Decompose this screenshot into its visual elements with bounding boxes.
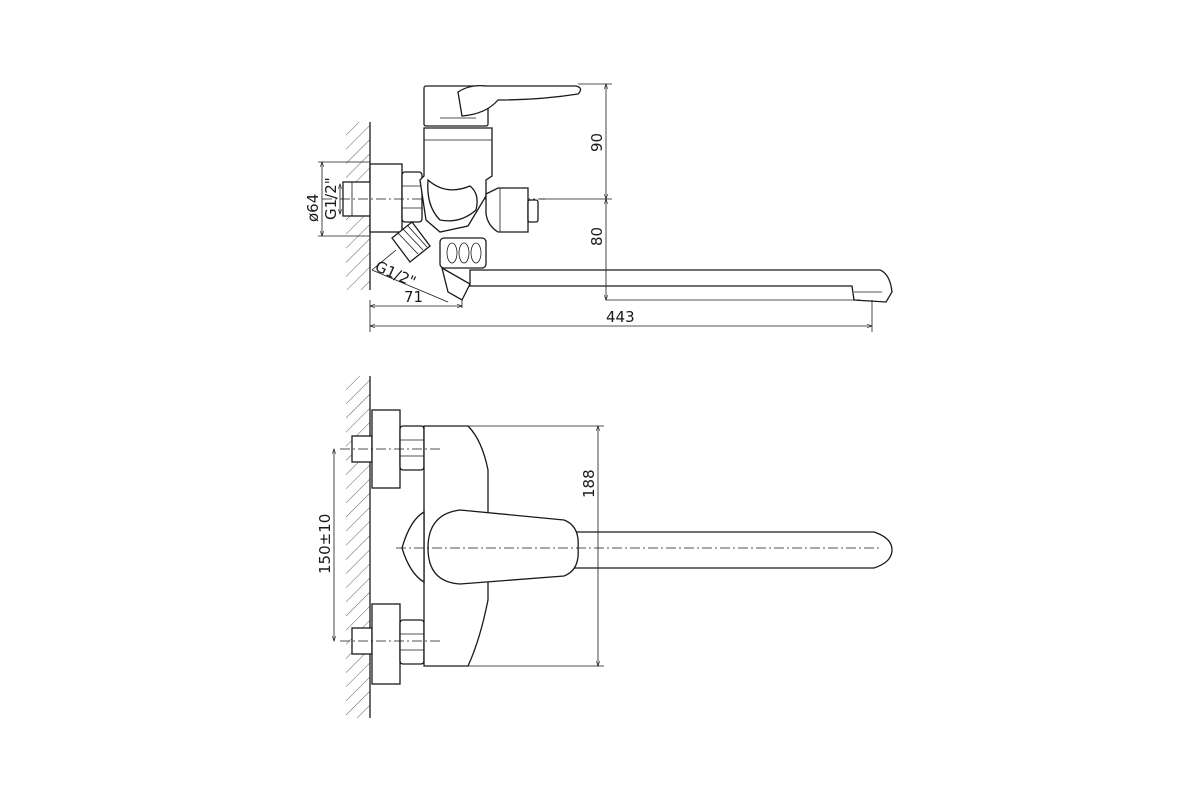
spout-swivel-ring	[439, 237, 487, 301]
front-view: 150±10 188	[316, 376, 893, 718]
side-view: ø64 G1/2" G1/2" 71 443 90 80	[304, 84, 893, 332]
dim-wall-offset: 71	[404, 288, 423, 306]
dim-height-upper: 90	[588, 133, 606, 152]
wall-hatch-bottom	[346, 376, 371, 718]
lever-handle-side	[423, 84, 582, 127]
dim-thread-wall: G1/2"	[322, 177, 340, 220]
diverter-knob-side	[485, 187, 539, 233]
dim-body-height: 188	[580, 469, 598, 498]
wall-fitting-side	[322, 163, 545, 233]
dim-body-diameter: ø64	[304, 194, 322, 222]
dimension-lines-side	[318, 84, 872, 332]
dim-height-lower: 80	[588, 227, 606, 246]
spout-side	[469, 269, 893, 303]
dim-total-reach: 443	[606, 308, 635, 326]
lever-handle-front	[427, 509, 579, 585]
dimension-lines-front	[334, 426, 604, 666]
dim-thread-angled: G1/2"	[372, 257, 418, 291]
dim-center-distance: 150±10	[316, 514, 334, 574]
mixer-body-side	[419, 127, 493, 233]
spout-front	[559, 531, 893, 569]
angled-thread-fitting	[391, 221, 431, 263]
